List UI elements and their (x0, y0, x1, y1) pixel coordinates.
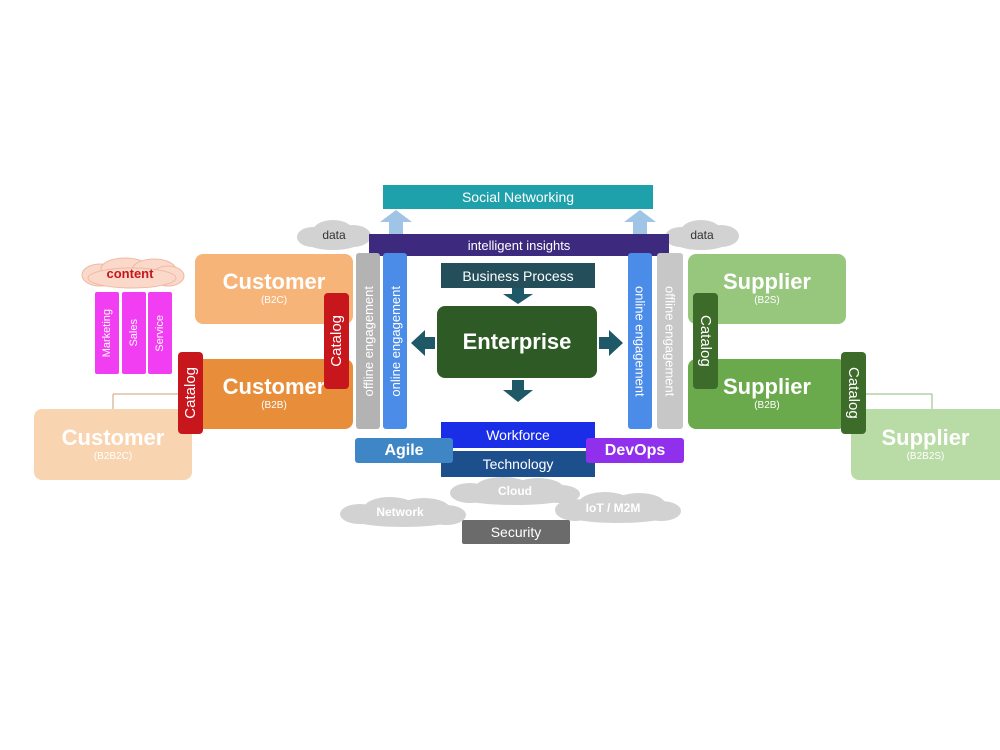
catalog-b2c: Catalog (324, 293, 349, 389)
catalog-label: Catalog (697, 315, 714, 367)
social-networking-label: Social Networking (461, 189, 575, 205)
supplier-b2b2s-box: Supplier (B2B2S) (851, 409, 1000, 480)
down-arrow-icon (503, 288, 533, 304)
supplier-b2b-title: Supplier (722, 374, 811, 399)
down-arrow-icon (503, 380, 533, 402)
network-label: Network (376, 505, 424, 519)
customer-b2b-title: Customer (222, 374, 326, 399)
content-item-label: Sales (128, 319, 140, 347)
data-cloud-left (297, 220, 371, 250)
iot-cloud (555, 492, 681, 523)
online-engagement-right: online engagement (628, 253, 652, 429)
customer-b2b2c-box: Customer (B2B2C) (34, 409, 192, 480)
technology-label: Technology (482, 456, 554, 472)
supplier-b2s-sub: (B2S) (754, 295, 780, 306)
business-process-label: Business Process (462, 267, 574, 284)
online-engagement-left: online engagement (383, 253, 407, 429)
catalog-b2s: Catalog (693, 293, 718, 389)
technology-box: Technology (441, 451, 595, 477)
content-item-sales: Sales (122, 292, 146, 374)
customer-b2b-sub: (B2B) (261, 400, 287, 411)
content-item-label: Marketing (101, 308, 113, 358)
supplier-b2s-title: Supplier (722, 269, 811, 294)
offline-engagement-right-label: offline engagement (662, 285, 678, 397)
agile-box: Agile (355, 438, 453, 463)
content-label: content (106, 265, 154, 281)
devops-label: DevOps (604, 441, 666, 459)
cloud-cloud (450, 477, 580, 505)
intelligent-insights-bar: intelligent insights (369, 234, 669, 256)
supplier-b2b2s-title: Supplier (881, 424, 970, 450)
content-item-label: Service (154, 314, 166, 352)
customer-b2b2c-title: Customer (61, 424, 165, 450)
business-process-box: Business Process (441, 263, 595, 288)
intelligent-insights-label: intelligent insights (467, 237, 571, 253)
up-arrow-icon (380, 210, 412, 236)
catalog-label: Catalog (328, 315, 345, 367)
catalog-b2b: Catalog (178, 352, 203, 434)
supplier-b2b-sub: (B2B) (754, 400, 780, 411)
online-engagement-left-label: online engagement (387, 285, 403, 397)
catalog-supplier-b2b: Catalog (841, 352, 866, 434)
workforce-box: Workforce (441, 422, 595, 448)
workforce-label: Workforce (486, 427, 550, 443)
up-arrow-icon (624, 210, 656, 236)
offline-engagement-right: offline engagement (657, 253, 683, 429)
network-cloud (340, 497, 466, 527)
security-box: Security (462, 520, 570, 544)
data-cloud-left-label: data (322, 228, 346, 242)
devops-box: DevOps (586, 438, 684, 463)
content-item-marketing: Marketing (95, 292, 119, 374)
supplier-b2b2s-sub: (B2B2S) (906, 450, 945, 462)
customer-b2b2c-sub: (B2B2C) (93, 450, 133, 462)
offline-engagement-left: offline engagement (356, 253, 380, 429)
content-item-service: Service (148, 292, 172, 374)
offline-engagement-left-label: offline engagement (360, 285, 376, 397)
enterprise-label: Enterprise (462, 329, 572, 354)
social-networking-bar: Social Networking (383, 185, 653, 209)
data-cloud-right (665, 220, 739, 250)
security-label: Security (490, 524, 542, 540)
cloud-label: Cloud (498, 484, 532, 498)
catalog-label: Catalog (182, 367, 199, 419)
customer-b2c-title: Customer (222, 269, 326, 294)
agile-label: Agile (384, 441, 424, 459)
customer-b2b-box: Customer (B2B) (195, 359, 353, 429)
right-arrow-icon (599, 330, 623, 356)
data-cloud-right-label: data (690, 228, 714, 242)
content-cloud (81, 257, 185, 289)
online-engagement-right-label: online engagement (632, 285, 648, 397)
iot-label: IoT / M2M (585, 501, 641, 515)
customer-b2c-sub: (B2C) (260, 295, 288, 306)
enterprise-box: Enterprise (437, 306, 597, 378)
catalog-label: Catalog (845, 367, 862, 419)
left-arrow-icon (411, 330, 435, 356)
